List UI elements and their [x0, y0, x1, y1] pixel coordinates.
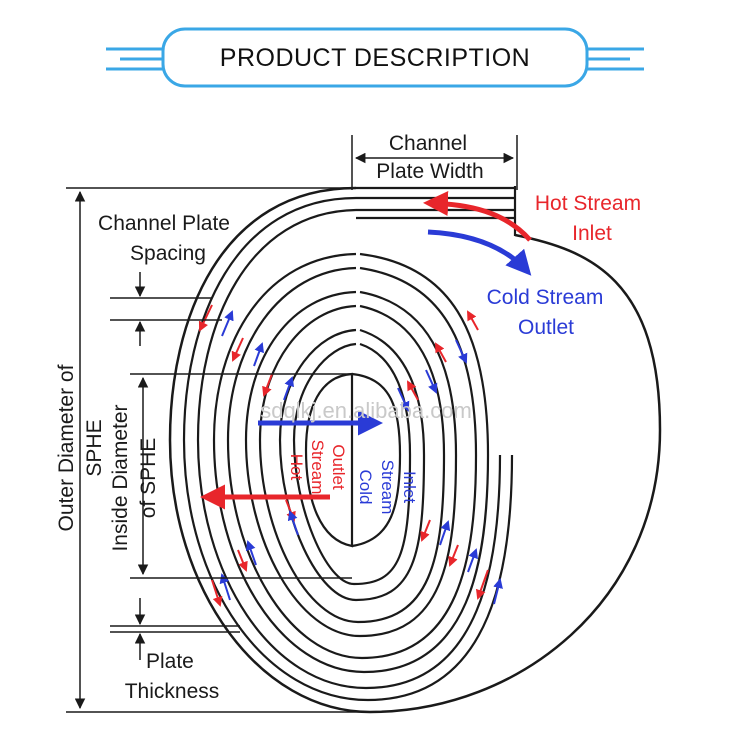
label-cold-inlet: Cold: [356, 470, 375, 505]
hot-flow-arrow: [475, 569, 489, 600]
label-hot-inlet: Hot Stream: [535, 192, 641, 215]
hot-flow-arrow: [285, 499, 296, 522]
hot-flow-arrow: [231, 337, 244, 362]
label-plate-spacing: Channel Plate: [98, 212, 230, 235]
hot-flow-arrow: [198, 304, 213, 332]
stream-arrows: [200, 190, 532, 510]
label-plate-thickness: Plate: [146, 650, 194, 673]
label-hot-outlet: Stream: [308, 440, 327, 495]
dimension-lines: [66, 135, 518, 713]
spiral-plates: [182, 196, 514, 702]
label-cold-outlet: Cold Stream: [487, 286, 604, 309]
watermark: sdqlkj.en.alibaba.com: [260, 398, 472, 423]
cold-flow-arrow: [397, 387, 410, 412]
cold-flow-arrow: [245, 540, 257, 566]
page-title: PRODUCT DESCRIPTION: [220, 44, 530, 72]
label-inside-diameter: Inside Diameter: [109, 404, 132, 551]
spiral-coil: [168, 186, 662, 714]
label-inside-diameter: of SPHE: [137, 438, 160, 519]
label-hot-outlet: Outlet: [329, 444, 348, 490]
cold-flow-arrow: [283, 376, 294, 401]
inner-core-right: [351, 372, 402, 548]
cold-flow-arrow: [455, 339, 468, 364]
hot-flow-arrow: [420, 519, 431, 542]
label-cold-outlet: Outlet: [518, 316, 574, 339]
diagram-labels: Channel Plate Width Channel Plate Spacin…: [55, 132, 641, 703]
cold-flow-arrow: [287, 510, 299, 536]
cold-flow-arrow: [425, 369, 438, 394]
hot-flow-arrow: [262, 373, 273, 397]
cold-flow-arrow: [493, 578, 503, 605]
cold-flow-arrow: [219, 573, 231, 601]
label-cold-inlet: Stream: [378, 460, 397, 515]
label-outer-diameter: Outer Diameter of: [55, 364, 78, 531]
header-banner: PRODUCT DESCRIPTION: [106, 27, 644, 88]
cold-flow-arrow: [253, 342, 264, 367]
hot-flow-arrow: [237, 549, 248, 572]
channel-flow-arrows: [198, 304, 503, 607]
label-plate-spacing: Spacing: [130, 242, 206, 265]
inner-core: [304, 372, 354, 548]
hot-inlet-arrow: [423, 190, 532, 242]
label-outer-diameter: SPHE: [83, 419, 106, 476]
label-channel-width: Channel: [389, 132, 467, 155]
label-plate-thickness: Thickness: [125, 680, 220, 703]
label-channel-width: Plate Width: [376, 160, 483, 183]
banner-frame: [161, 27, 589, 88]
cold-flow-arrow: [439, 520, 451, 546]
hot-flow-arrow: [448, 544, 459, 567]
banner-left-lines: [106, 47, 168, 71]
hot-flow-arrow: [467, 310, 479, 331]
label-hot-outlet: Hot: [287, 454, 306, 481]
hot-flow-arrow: [407, 380, 419, 401]
cold-outlet-arrow: [427, 229, 532, 276]
label-cold-inlet: Inlet: [400, 471, 419, 503]
banner-right-lines: [582, 47, 644, 71]
label-hot-inlet: Inlet: [572, 222, 612, 245]
cold-flow-arrow: [467, 548, 478, 573]
hot-flow-arrow: [435, 342, 447, 363]
cold-flow-arrow: [221, 310, 234, 337]
hot-flow-arrow: [211, 579, 223, 607]
